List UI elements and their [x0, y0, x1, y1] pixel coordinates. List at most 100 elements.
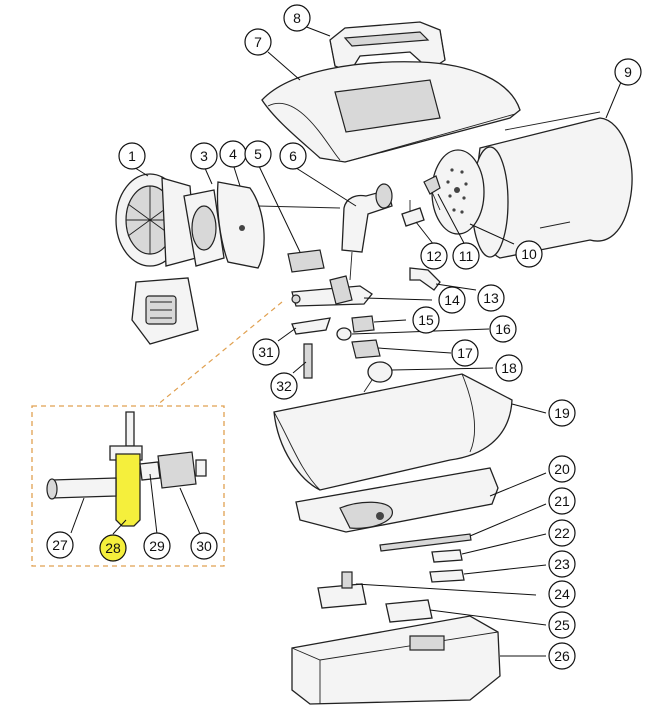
callout-16: 16: [489, 315, 517, 343]
part-14-nozzle-assembly: [291, 275, 373, 307]
part-16: [336, 327, 352, 341]
callout-number: 4: [229, 146, 237, 162]
callout-28: 28: [99, 534, 127, 562]
part-12-electrode: [401, 200, 425, 227]
callout-circle: [420, 242, 448, 270]
part-4-mounting-plate: [216, 181, 265, 269]
callout-circle: [548, 550, 576, 578]
callout-number: 15: [418, 312, 434, 328]
callout-number: 11: [459, 248, 474, 264]
callout-number: 13: [483, 290, 499, 306]
part-26-bottom-housing: [291, 615, 501, 705]
callout-circle: [283, 4, 311, 32]
callout-number: 14: [444, 292, 460, 308]
part-25-circuit-board: [385, 599, 433, 623]
part-13-fitting: [409, 267, 441, 291]
callout-number: 30: [196, 538, 212, 554]
callout-20: 20: [548, 455, 576, 483]
part-5-bracket: [257, 205, 341, 273]
callout-circle: [252, 338, 280, 366]
callout-circle: [452, 242, 480, 270]
callout-5: 5: [244, 140, 272, 168]
callout-13: 13: [477, 284, 505, 312]
callout-circle: [438, 286, 466, 314]
callout-circle: [99, 534, 127, 562]
part-7-top-shroud: [261, 61, 521, 163]
callout-11: 11: [452, 242, 480, 270]
callout-3: 3: [190, 142, 218, 170]
callout-19: 19: [548, 399, 576, 427]
part-18-knob: [363, 361, 393, 393]
callout-number: 24: [554, 586, 570, 602]
callout-number: 27: [52, 537, 68, 553]
callout-21: 21: [548, 487, 576, 515]
callout-24: 24: [548, 580, 576, 608]
callout-circle: [489, 315, 517, 343]
callout-25: 25: [548, 611, 576, 639]
part-3-fan-housing: [183, 189, 225, 267]
callout-circle: [548, 642, 576, 670]
callout-number: 23: [554, 556, 570, 572]
callout-circle: [477, 284, 505, 312]
callout-circle: [118, 142, 146, 170]
callout-circle: [548, 580, 576, 608]
callout-circle: [190, 532, 218, 560]
callout-number: 20: [554, 461, 570, 477]
callout-number: 32: [276, 378, 292, 394]
inset-leader-line: [155, 301, 283, 407]
callout-number: 10: [521, 246, 537, 262]
callout-circle: [451, 339, 479, 367]
part-24-circuit-board: [317, 571, 367, 609]
callout-circle: [244, 140, 272, 168]
callout-14: 14: [438, 286, 466, 314]
callout-number: 29: [149, 538, 165, 554]
part-10-baffle-disc: [431, 149, 485, 235]
callout-number: 3: [200, 148, 208, 164]
callout-number: 18: [501, 360, 517, 376]
part-32-clip: [303, 343, 313, 379]
callout-31: 31: [252, 338, 280, 366]
callout-7: 7: [244, 28, 272, 56]
callout-number: 31: [258, 344, 274, 360]
callout-circle: [46, 531, 74, 559]
callout-circle: [548, 611, 576, 639]
callout-number: 16: [495, 321, 511, 337]
callout-circle: [548, 455, 576, 483]
part-17: [351, 339, 381, 359]
callout-circle: [279, 142, 307, 170]
part-28-valve-body-highlighted: [115, 453, 141, 527]
callout-4: 4: [219, 140, 247, 168]
callout-number: 7: [254, 34, 262, 50]
part-22-bracket: [431, 549, 463, 563]
callout-number: 28: [105, 540, 121, 556]
part-31-plate: [291, 317, 331, 335]
inset-valve-assembly: [46, 411, 207, 527]
callout-9: 9: [614, 58, 642, 86]
callout-circle: [270, 372, 298, 400]
callout-circle: [190, 142, 218, 170]
callout-circle: [548, 519, 576, 547]
inset-detail-box: [31, 405, 225, 567]
callout-circle: [548, 487, 576, 515]
callout-27: 27: [46, 531, 74, 559]
part-8-handle: [329, 21, 446, 73]
callout-leaders: [70, 25, 622, 657]
part-21-strip: [379, 533, 472, 552]
part-20-base-tray: [295, 467, 499, 533]
part-23-bracket: [429, 569, 465, 583]
callout-29: 29: [143, 532, 171, 560]
callout-number: 19: [554, 405, 570, 421]
callout-circle: [515, 240, 543, 268]
callout-number: 6: [289, 148, 297, 164]
part-19-lower-shroud: [273, 373, 513, 491]
callout-number: 8: [293, 10, 301, 26]
callout-23: 23: [548, 550, 576, 578]
callout-17: 17: [451, 339, 479, 367]
callout-number: 1: [128, 148, 136, 164]
callout-18: 18: [495, 354, 523, 382]
callout-circle: [244, 28, 272, 56]
callout-circle: [614, 58, 642, 86]
part-11-ignitor: [423, 175, 441, 211]
